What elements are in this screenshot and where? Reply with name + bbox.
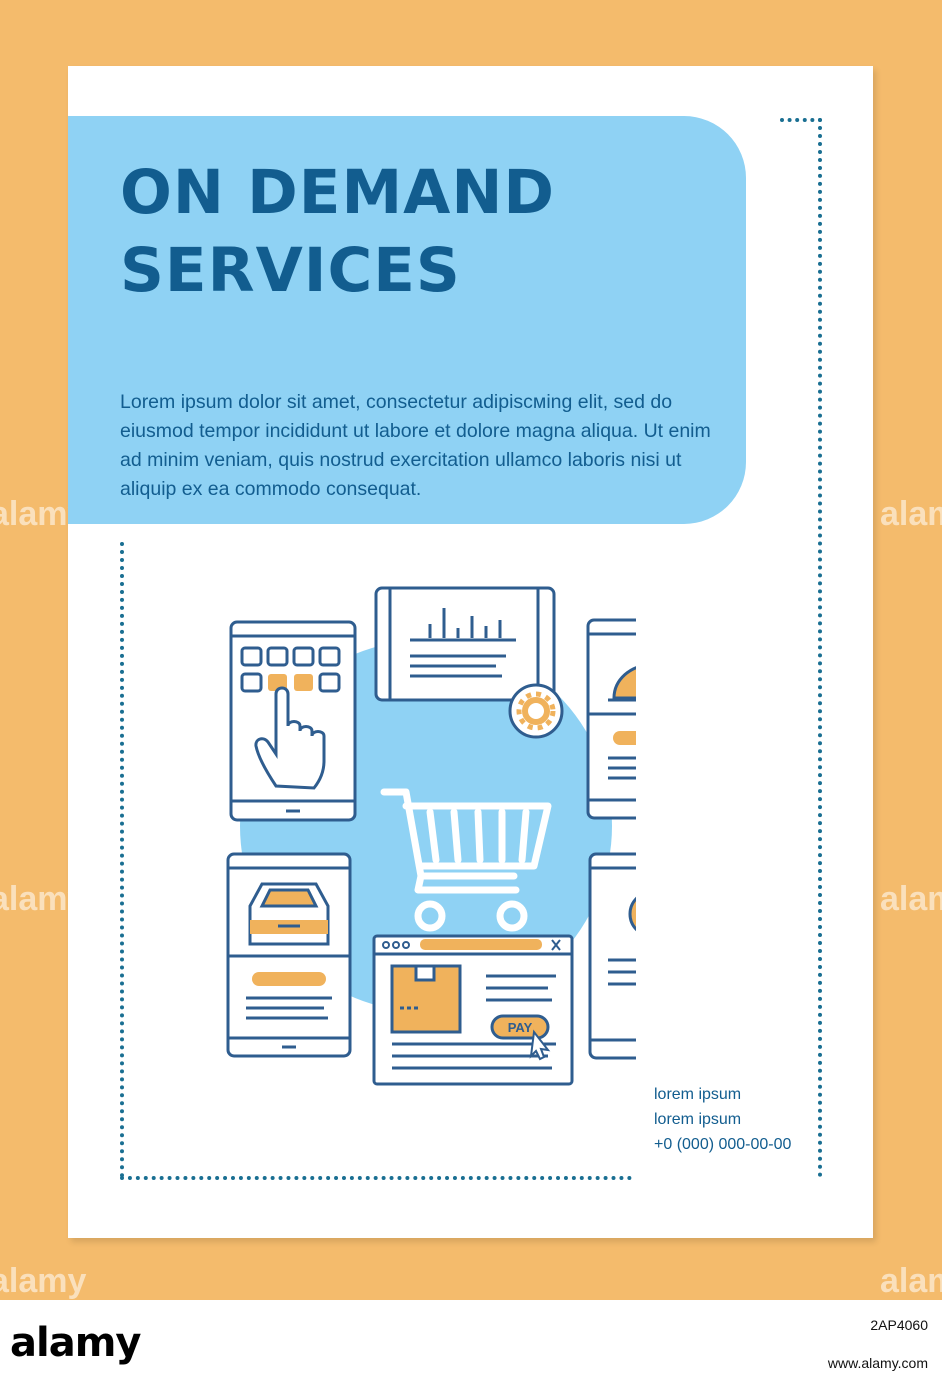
header-box: ON DEMAND SERVICES Lorem ipsum dolor sit… <box>68 116 746 524</box>
car-icon <box>226 852 352 1058</box>
dotted-line-top-right <box>780 118 822 126</box>
pointing-hand-icon <box>254 686 326 790</box>
contact-info: lorem ipsum lorem ipsum +0 (000) 000-00-… <box>654 1082 791 1157</box>
services-illustration: PAY <box>226 586 636 1086</box>
shopping-cart-icon <box>380 788 552 932</box>
cursor-icon <box>529 1029 551 1061</box>
watermark-right-top: alamy <box>880 495 942 533</box>
chart-tablet-icon <box>374 586 556 702</box>
pay-button-graphic: PAY <box>490 1014 551 1061</box>
watermark-left-bottom: alamy <box>0 1262 87 1300</box>
site-url: www.alamy.com <box>827 1355 928 1371</box>
contact-line-2: lorem ipsum <box>654 1111 742 1128</box>
dotted-line-right <box>818 118 826 1178</box>
pay-label: PAY <box>508 1020 533 1035</box>
watermark-right-bottom: alamy <box>880 1262 942 1300</box>
contact-line-1: lorem ipsum <box>654 1086 742 1103</box>
gear-icon <box>508 683 564 739</box>
stock-footer-bar: alamy 2AP4060 www.alamy.com <box>0 1300 942 1390</box>
package-box-icon <box>390 964 462 1034</box>
image-id: 2AP4060 <box>870 1317 928 1333</box>
alamy-logo: alamy <box>10 1320 141 1366</box>
poster-body-text: Lorem ipsum dolor sit amet, consectetur … <box>120 391 711 500</box>
watermark-right-mid: alamy <box>880 880 942 918</box>
poster: ON DEMAND SERVICES Lorem ipsum dolor sit… <box>68 66 873 1238</box>
food-cloche-icon <box>586 618 636 820</box>
image-id-block: 2AP4060 www.alamy.com <box>828 1306 928 1382</box>
contact-phone: +0 (000) 000-00-00 <box>654 1136 792 1153</box>
dotted-line-bottom-left <box>120 1176 632 1184</box>
medical-plus-icon <box>588 852 636 1060</box>
dotted-line-left <box>120 542 128 1178</box>
poster-title: ON DEMAND SERVICES <box>120 157 556 306</box>
